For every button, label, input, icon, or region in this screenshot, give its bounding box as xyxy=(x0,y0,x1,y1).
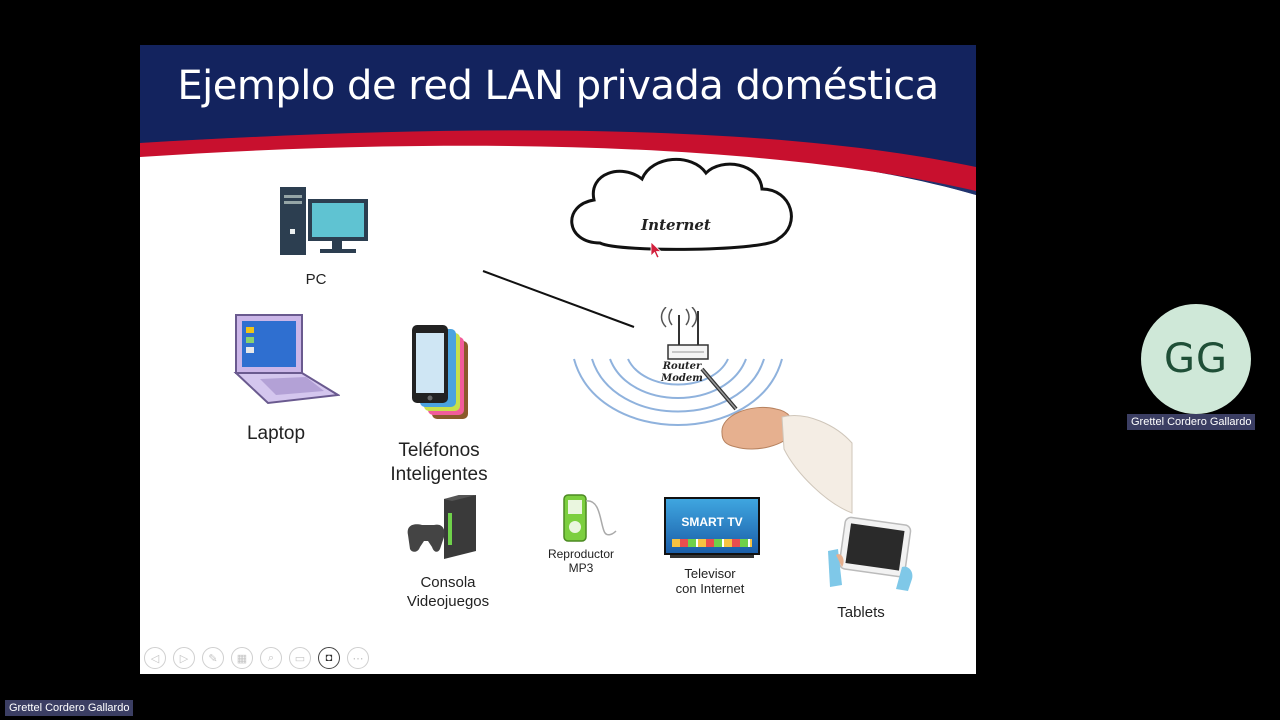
mp3-label-line2: MP3 xyxy=(538,561,624,575)
presentation-slide: Ejemplo de red LAN privada doméstica Int… xyxy=(140,45,976,674)
mp3-player-icon xyxy=(560,491,620,547)
tv-label-line2: con Internet xyxy=(660,581,760,596)
internet-label: Internet xyxy=(626,216,726,234)
router-modem-icon xyxy=(654,307,714,365)
pc-label: PC xyxy=(286,271,346,288)
smartphones-icon xyxy=(408,323,478,423)
mouse-cursor-icon xyxy=(650,241,664,261)
zoom-button[interactable]: ⌕ xyxy=(260,647,282,669)
self-view-name-tag: Grettel Cordero Gallardo xyxy=(5,700,133,716)
camera-button[interactable]: ◘ xyxy=(318,647,340,669)
next-slide-button[interactable]: ▷ xyxy=(173,647,195,669)
tablet-icon xyxy=(824,515,914,595)
participant-name-tag: Grettel Cordero Gallardo xyxy=(1127,414,1255,430)
pc-icon xyxy=(280,185,370,257)
mp3-player-label: Reproductor MP3 xyxy=(538,547,624,575)
smart-tv-screen-text: SMART TV xyxy=(666,515,758,529)
console-label-line1: Consola xyxy=(386,573,510,592)
more-options-button[interactable]: ⋯ xyxy=(347,647,369,669)
smart-tv-app-tiles xyxy=(672,539,752,547)
smartphones-label: Teléfonos Inteligentes xyxy=(374,439,504,487)
participant-avatar[interactable]: GG xyxy=(1141,304,1251,414)
smart-tv-label: Televisor con Internet xyxy=(660,566,760,596)
laptop-label: Laptop xyxy=(236,423,316,445)
previous-slide-button[interactable]: ◁ xyxy=(144,647,166,669)
laptop-icon xyxy=(228,311,340,407)
tablets-label: Tablets xyxy=(828,604,894,621)
pen-tool-button[interactable]: ✎ xyxy=(202,647,224,669)
slide-title: Ejemplo de red LAN privada doméstica xyxy=(140,63,976,109)
tv-label-line1: Televisor xyxy=(660,566,760,581)
internet-cloud-icon xyxy=(560,145,810,270)
smart-tv-icon: SMART TV xyxy=(664,497,760,555)
game-console-icon xyxy=(406,495,480,561)
console-label-line2: Videojuegos xyxy=(386,592,510,611)
game-console-label: Consola Videojuegos xyxy=(386,573,510,611)
smart-tv-stand xyxy=(670,555,754,558)
slides-grid-button[interactable]: ▦ xyxy=(231,647,253,669)
slideshow-toolbar: ◁ ▷ ✎ ▦ ⌕ ▭ ◘ ⋯ xyxy=(144,646,369,670)
subtitles-button[interactable]: ▭ xyxy=(289,647,311,669)
mp3-label-line1: Reproductor xyxy=(538,547,624,561)
smartphones-label-line1: Teléfonos xyxy=(374,439,504,463)
smartphones-label-line2: Inteligentes xyxy=(374,463,504,487)
